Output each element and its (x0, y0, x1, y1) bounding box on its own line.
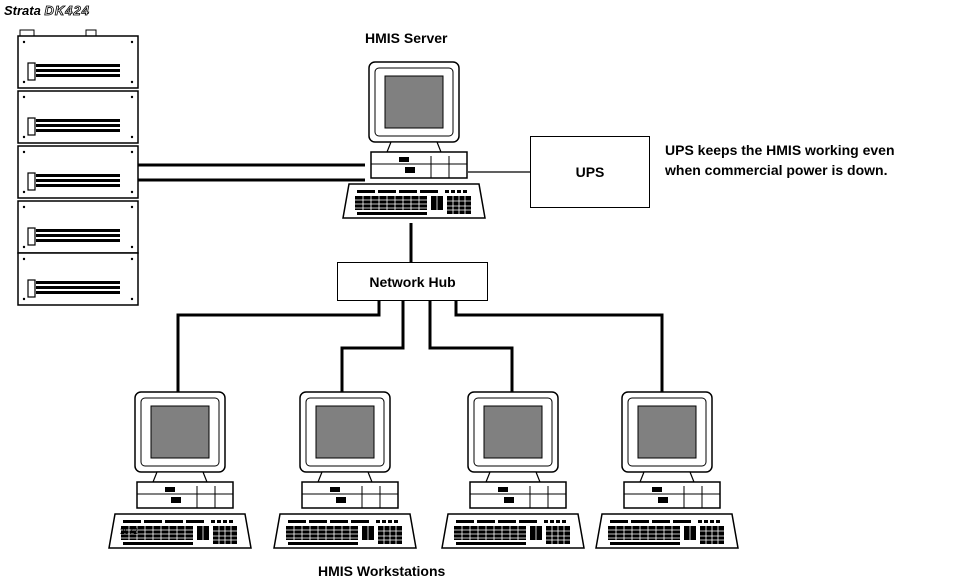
ups-note: UPS keeps the HMIS working even when com… (665, 140, 895, 180)
brand-model: DK424 (44, 3, 90, 19)
server-computer (342, 61, 486, 219)
strata-dk424-logo: Strata DK424 (4, 3, 90, 19)
network-hub-label: Network Hub (369, 273, 456, 290)
server-label: HMIS Server (365, 30, 448, 46)
network-hub-box: Network Hub (337, 262, 488, 301)
strata-cabinet (17, 29, 139, 306)
connection-lines (138, 163, 664, 392)
workstation-2 (273, 391, 417, 549)
workstations-label: HMIS Workstations (318, 563, 446, 579)
workstation-3 (441, 391, 585, 549)
ups-note-line2: when commercial power is down. (665, 162, 888, 178)
workstation-4 (595, 391, 739, 549)
ups-note-line1: UPS keeps the HMIS working even (665, 142, 895, 158)
figure-number: 2572 (120, 527, 138, 536)
brand-name: Strata (4, 3, 41, 18)
workstation-1 (108, 391, 252, 549)
ups-label: UPS (575, 164, 605, 180)
ups-box: UPS (530, 136, 650, 208)
